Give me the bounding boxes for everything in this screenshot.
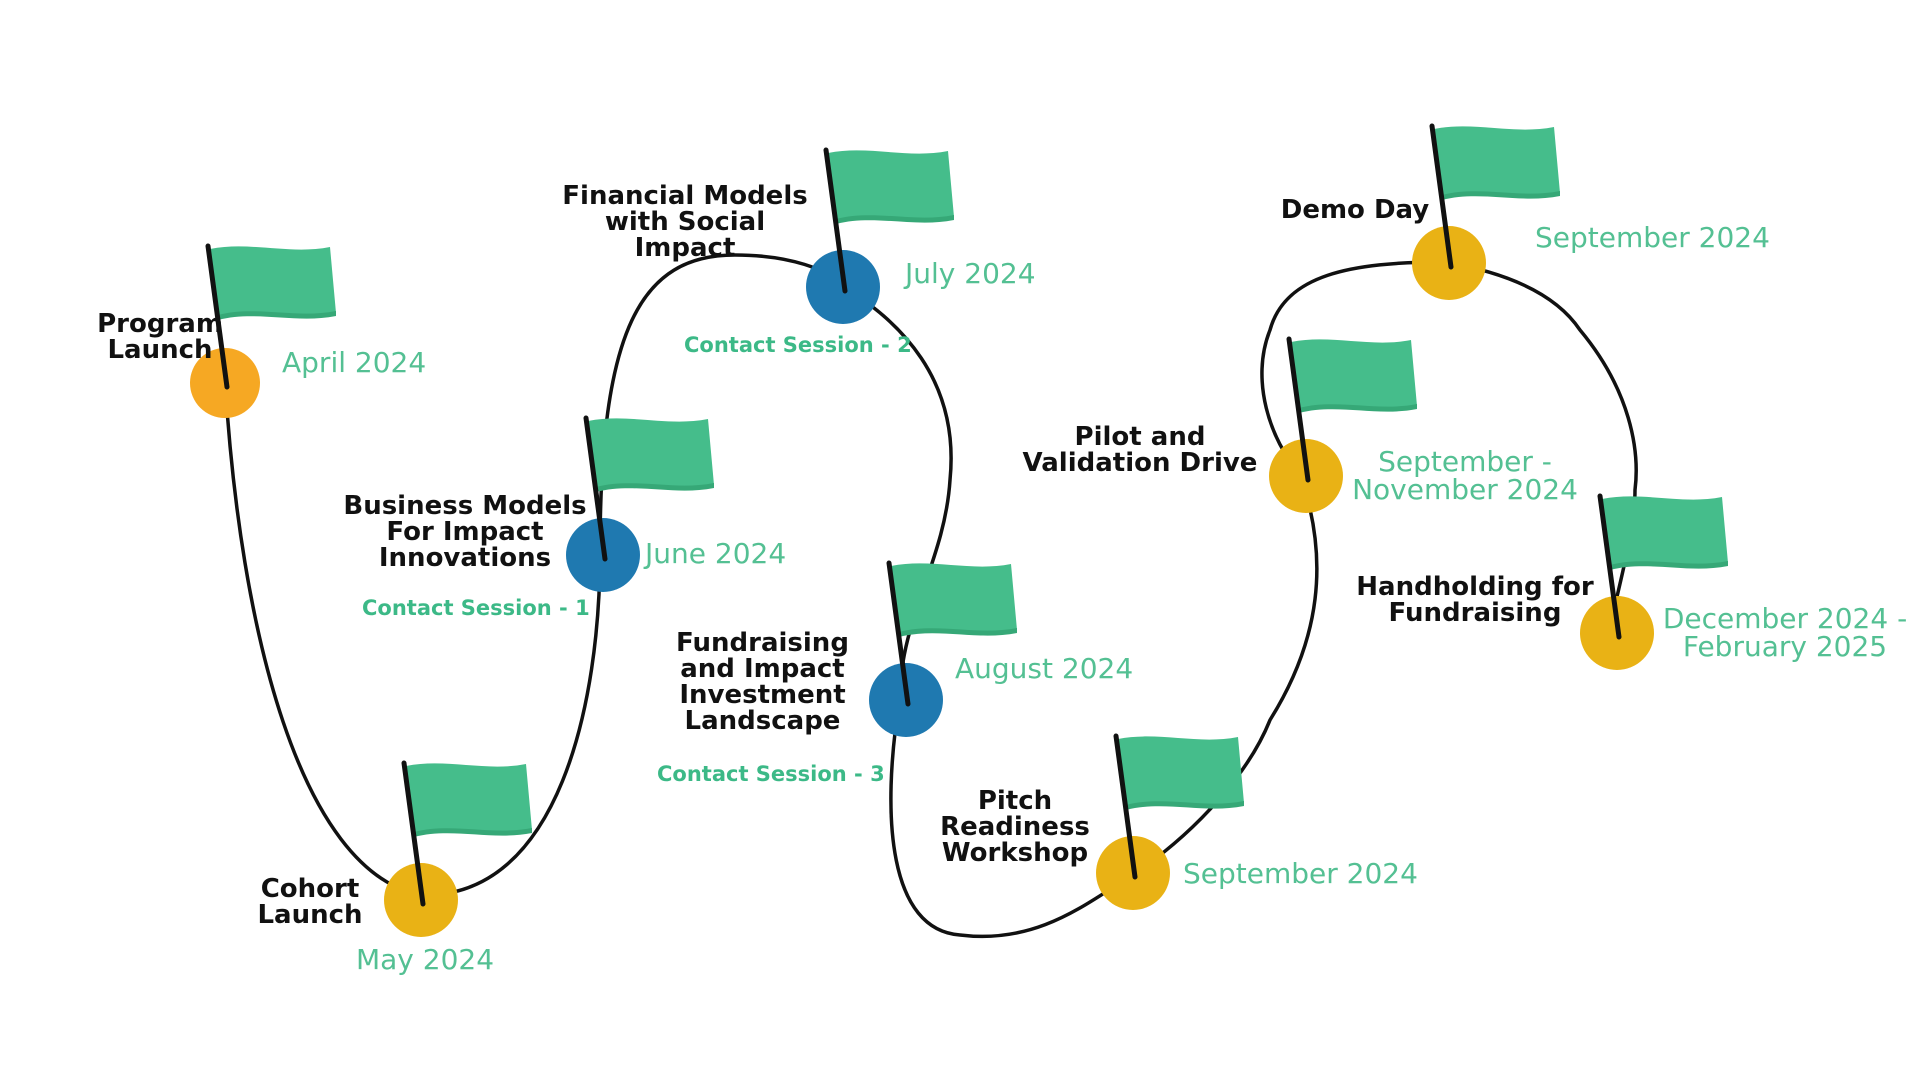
flag-icon bbox=[1597, 493, 1728, 640]
milestone-pilot-validation bbox=[1269, 336, 1417, 513]
flag-icon bbox=[1429, 123, 1560, 270]
milestone-title: Pilot and Validation Drive bbox=[1022, 422, 1258, 478]
milestone-title: Fundraising and Impact Investment Landsc… bbox=[676, 628, 849, 736]
milestone-title: Business Models For Impact Innovations bbox=[343, 491, 587, 573]
milestone-title: Pitch Readiness Workshop bbox=[940, 786, 1090, 868]
milestone-date: December 2024 - February 2025 bbox=[1662, 602, 1908, 663]
milestone-cohort-launch bbox=[384, 760, 532, 937]
milestone-business-models bbox=[566, 415, 714, 592]
milestone-title: Demo Day bbox=[1280, 195, 1430, 225]
milestone-date: April 2024 bbox=[282, 346, 427, 379]
milestone-date: May 2024 bbox=[355, 943, 495, 976]
flag-icon bbox=[205, 243, 336, 390]
contact-session-label: Contact Session - 3 bbox=[657, 762, 885, 786]
milestone-date: September - November 2024 bbox=[1352, 445, 1578, 506]
milestone-date: September 2024 bbox=[1183, 857, 1418, 890]
milestone-financial-models bbox=[806, 147, 954, 324]
flag-icon bbox=[823, 147, 954, 294]
flag-icon bbox=[401, 760, 532, 907]
milestone-program-launch bbox=[190, 243, 336, 418]
milestone-demo-day bbox=[1412, 123, 1560, 300]
flag-icon bbox=[886, 560, 1017, 707]
milestone-title: Program Launch bbox=[97, 309, 223, 365]
flag-icon bbox=[583, 415, 714, 562]
milestone-date: June 2024 bbox=[645, 537, 787, 570]
milestone-handholding bbox=[1580, 493, 1728, 670]
milestone-date: August 2024 bbox=[955, 652, 1134, 685]
flag-icon bbox=[1113, 733, 1244, 880]
milestone-title: Cohort Launch bbox=[257, 874, 363, 930]
milestone-title: Handholding for Fundraising bbox=[1356, 572, 1594, 628]
milestone-pitch-readiness bbox=[1096, 733, 1244, 910]
contact-session-label: Contact Session - 2 bbox=[684, 333, 912, 357]
contact-session-label: Contact Session - 1 bbox=[362, 596, 590, 620]
milestone-date: July 2024 bbox=[905, 257, 1036, 290]
milestone-date: September 2024 bbox=[1535, 221, 1770, 254]
flag-icon bbox=[1286, 336, 1417, 483]
milestone-title: Financial Models with Social Impact bbox=[562, 181, 808, 263]
milestone-fundraising-landscape bbox=[869, 560, 1017, 737]
